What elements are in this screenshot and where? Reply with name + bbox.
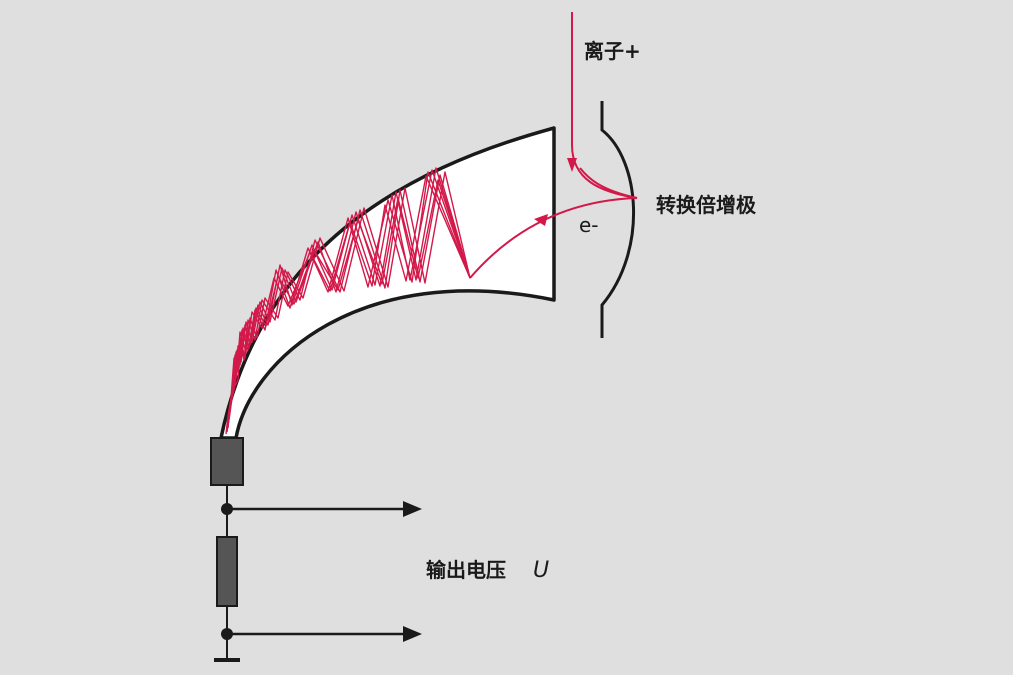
ion-label: 离子+: [584, 39, 641, 63]
conversion-dynode: [600, 101, 636, 338]
collector-block: [210, 437, 244, 486]
electron-arrow-head: [534, 214, 548, 226]
voltage-symbol-label: U: [533, 558, 549, 583]
electron-emission-curve: [579, 167, 638, 199]
converter-label: 转换倍增极: [656, 193, 757, 217]
output-arrow-bottom-head: [403, 626, 422, 642]
output-arrow-top-head: [403, 501, 422, 517]
resistor: [216, 536, 238, 607]
electron-label: e-: [579, 213, 599, 237]
ion-arrow-head: [567, 158, 577, 172]
output-voltage-label: 输出电压: [426, 558, 506, 582]
electron-path-to-horn: [469, 197, 638, 279]
output-circuit: [210, 437, 422, 662]
electron-cascade-traces: [225, 167, 471, 435]
